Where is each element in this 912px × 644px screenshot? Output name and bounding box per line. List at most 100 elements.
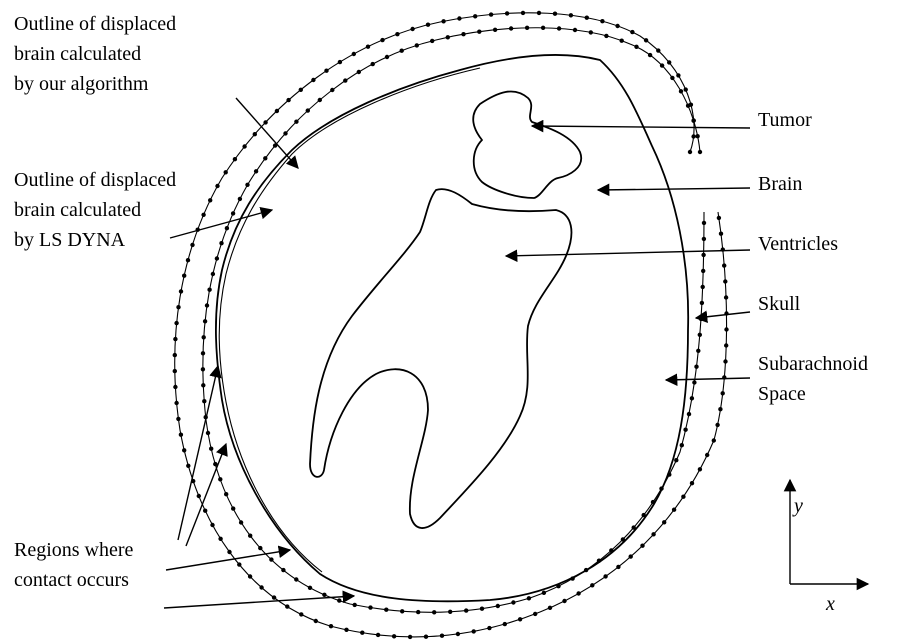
skull-inner-dot [207,288,211,292]
skull-inner-dot [700,301,704,305]
skull-outer-dot [721,247,725,251]
skull-inner-dot [213,462,217,466]
skull-outer-dot [644,38,648,42]
skull-inner-dot [667,472,671,476]
skull-inner-dot [225,226,229,230]
skull-outer-dot [299,88,303,92]
skull-inner-outline [203,28,704,613]
skull-inner-dot [202,399,206,403]
skull-inner-dot [400,609,404,613]
arrow-brain [598,188,750,190]
skull-inner-dot [368,605,372,609]
skull-inner-dot [694,365,698,369]
skull-inner-dot [254,169,258,173]
skull-outer-dot [201,213,205,217]
skull-outer-dot [723,359,727,363]
skull-outer-dot [182,448,186,452]
skull-outer-dot [242,144,246,148]
skull-inner-dot [679,89,683,93]
skull-outer-dot [324,69,328,73]
skull-outer-dot [724,343,728,347]
skull-inner-dot [209,447,213,451]
tumor-outline [473,91,581,198]
label-contact-line2: contact occurs [14,569,129,591]
skull-outer-dot [456,632,460,636]
skull-outer-dot [440,634,444,638]
skull-inner-dot [202,335,206,339]
skull-inner-dot [570,576,574,580]
skull-inner-dot [461,32,465,36]
skull-inner-dot [400,49,404,53]
skull-outer-dot [722,375,726,379]
skull-outer-dot [719,232,723,236]
skull-outer-dot [344,628,348,632]
skull-inner-dot [480,607,484,611]
skull-outer-dot [667,60,671,64]
skull-outer-dot [224,170,228,174]
skull-outer-dot [705,453,709,457]
skull-inner-dot [692,380,696,384]
skull-inner-dot [330,88,334,92]
skull-inner-dot [702,221,706,225]
skull-inner-dot [525,26,529,30]
skull-inner-dot [318,98,322,102]
skull-outer-dot [533,612,537,616]
skull-outer-dot [718,407,722,411]
skull-outer-dot [698,467,702,471]
skull-outer-dot [179,289,183,293]
skull-inner-dot [527,596,531,600]
skull-outer-dot [176,417,180,421]
skull-outer-dot [712,438,716,442]
skull-outer-dot [408,635,412,639]
skull-outer-dot [472,629,476,633]
skull-inner-dot [371,62,375,66]
skull-outer-dot [314,619,318,623]
skull-inner-dot [201,367,205,371]
skull-outer-dot [503,622,507,626]
skull-outer-dot [722,263,726,267]
skull-outer-dot [186,258,190,262]
label-ventricles: Ventricles [758,233,838,255]
skull-outer-dot [691,134,695,138]
skull-inner-dot [432,610,436,614]
skull-inner-dot [322,593,326,597]
skull-outer-dot [174,401,178,405]
skull-outer-dot [690,481,694,485]
skull-inner-dot [205,303,209,307]
skull-inner-dot [263,156,267,160]
skull-outer-dot [215,184,219,188]
skull-outer-dot [721,391,725,395]
skull-outer-dot [182,274,186,278]
skull-outer-dot [174,321,178,325]
skull-inner-dot [674,458,678,462]
skull-inner-dot [416,610,420,614]
arrow-skull [696,312,750,318]
y-axis-label: y [792,495,803,517]
brain-outline [216,55,688,601]
skull-outer-dot [338,60,342,64]
label-skull: Skull [758,293,801,315]
arrow-tumor [532,126,750,128]
skull-outer-dot [275,109,279,113]
skull-inner-dot [306,108,310,112]
skull-inner-dot [343,78,347,82]
x-axis-label: x [825,593,835,615]
label-outline-algorithm-line3: by our algorithm [14,73,149,95]
skull-inner-dot [446,35,450,39]
skull-inner-dot [448,610,452,614]
skull-inner-dot [224,492,228,496]
skull-inner-dot [430,39,434,43]
skull-inner-dot [245,183,249,187]
skull-inner-dot [493,28,497,32]
skull-outer-dot [237,562,241,566]
skull-outer-dot [576,591,580,595]
label-outline-algorithm: Outline of displaced brain calculated by… [14,13,176,95]
skull-outer-dot [681,495,685,499]
skull-outer-dot [569,13,573,17]
skull-outer-dot [176,305,180,309]
skull-inner-dot [659,486,663,490]
skull-outer-dot [615,24,619,28]
skull-inner-dot [511,600,515,604]
skull-outer-dot [173,337,177,341]
